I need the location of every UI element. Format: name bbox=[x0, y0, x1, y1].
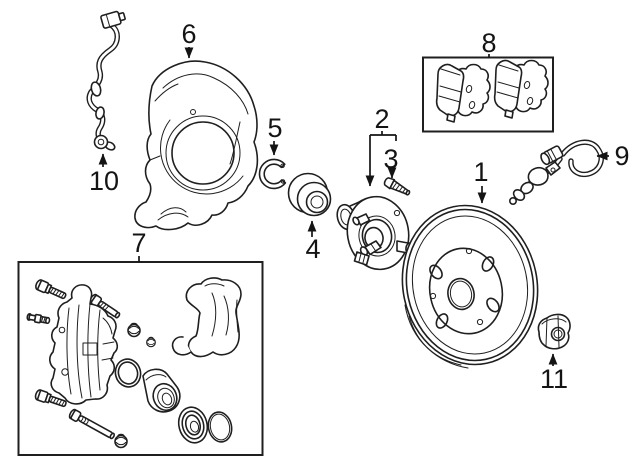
callout-8-label: 8 bbox=[481, 28, 496, 58]
pin-boot-upper bbox=[127, 322, 141, 338]
hub-nut bbox=[537, 313, 571, 350]
brake-pads-box bbox=[422, 56, 554, 133]
bleeder-screw bbox=[26, 312, 51, 325]
callout-3-label: 3 bbox=[383, 144, 398, 174]
abs-speed-sensor-wire bbox=[86, 10, 126, 151]
callout-1-label: 1 bbox=[473, 157, 488, 187]
callout-2: 2 bbox=[365, 104, 397, 187]
callout-7: 7 bbox=[131, 228, 147, 262]
hub-stud-upper bbox=[352, 213, 371, 226]
caliper-bracket bbox=[171, 277, 242, 358]
callout-6: 6 bbox=[181, 19, 197, 59]
hub-stud-center bbox=[359, 240, 382, 256]
hub-assembly bbox=[336, 195, 413, 271]
snap-ring bbox=[258, 158, 287, 190]
callout-9: 9 bbox=[596, 141, 630, 171]
brake-hose bbox=[508, 139, 604, 206]
pin-boot-clip bbox=[146, 336, 156, 348]
hose-fitting-upper bbox=[540, 145, 564, 166]
slide-pin-lower bbox=[68, 408, 115, 440]
callout-7-label: 7 bbox=[131, 228, 146, 258]
hose-bracket bbox=[520, 161, 561, 195]
sensor-head bbox=[93, 134, 116, 151]
callout-4-label: 4 bbox=[305, 234, 320, 264]
piston-seal-ring bbox=[114, 358, 142, 388]
callout-9-label: 9 bbox=[614, 141, 629, 171]
caliper-body bbox=[49, 284, 119, 405]
hub-bolt bbox=[383, 177, 411, 196]
hub-stud-lower bbox=[353, 251, 370, 266]
callout-11: 11 bbox=[540, 353, 568, 394]
callout-3: 3 bbox=[383, 144, 399, 179]
brake-rotor bbox=[401, 204, 539, 369]
callout-1: 1 bbox=[473, 157, 489, 204]
slide-pin-upper bbox=[89, 293, 121, 319]
callout-2-label: 2 bbox=[374, 104, 389, 134]
callout-11-label: 11 bbox=[540, 364, 568, 394]
boot-ring bbox=[207, 411, 233, 443]
callout-4: 4 bbox=[305, 220, 321, 264]
pin-boot-lower bbox=[114, 433, 128, 449]
callout-10: 10 bbox=[89, 153, 119, 196]
callout-6-label: 6 bbox=[181, 19, 196, 49]
callout-2-bracket bbox=[370, 131, 397, 141]
caliper-kit-box bbox=[17, 261, 264, 456]
wheel-bearing bbox=[287, 172, 332, 217]
callout-5: 5 bbox=[267, 113, 283, 156]
caliper-piston bbox=[142, 368, 181, 413]
callout-8: 8 bbox=[481, 28, 496, 58]
callout-5-label: 5 bbox=[267, 113, 282, 143]
sensor-connector bbox=[100, 10, 126, 29]
hose-fitting-lower bbox=[508, 188, 526, 206]
piston-boot bbox=[177, 406, 209, 444]
callout-10-label: 10 bbox=[89, 166, 119, 196]
splash-shield bbox=[134, 60, 259, 231]
